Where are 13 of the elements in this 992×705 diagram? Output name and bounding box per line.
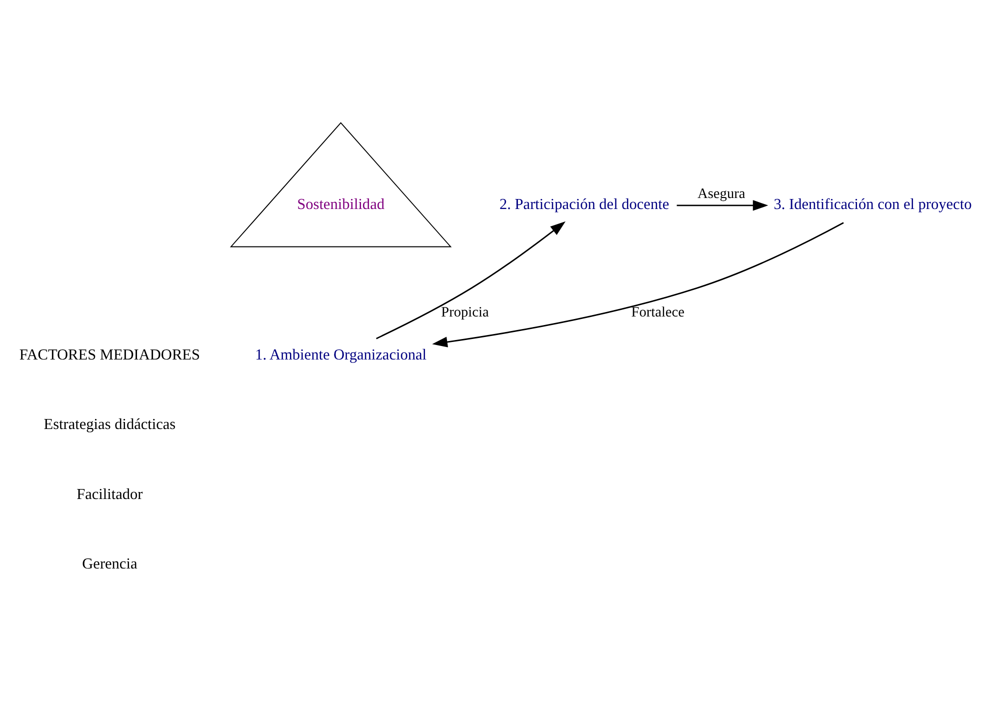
edge-label: Propicia bbox=[441, 304, 489, 321]
label: Gerencia bbox=[82, 556, 138, 573]
label: Facilitador bbox=[76, 486, 143, 503]
node-text: 1. Ambiente Organizacional bbox=[255, 346, 427, 364]
edge-label: Asegura bbox=[698, 186, 746, 202]
edge-label: Fortalece bbox=[631, 304, 684, 321]
node-text: 2. Participación del docente bbox=[500, 196, 670, 214]
label: FACTORES MEDIADORES bbox=[19, 346, 200, 364]
arrow bbox=[676, 200, 768, 211]
arrow bbox=[376, 221, 566, 340]
node-text: 3. Identificación con el proyecto bbox=[774, 196, 972, 214]
arrow bbox=[432, 222, 844, 348]
label: Estrategias didácticas bbox=[44, 416, 176, 434]
